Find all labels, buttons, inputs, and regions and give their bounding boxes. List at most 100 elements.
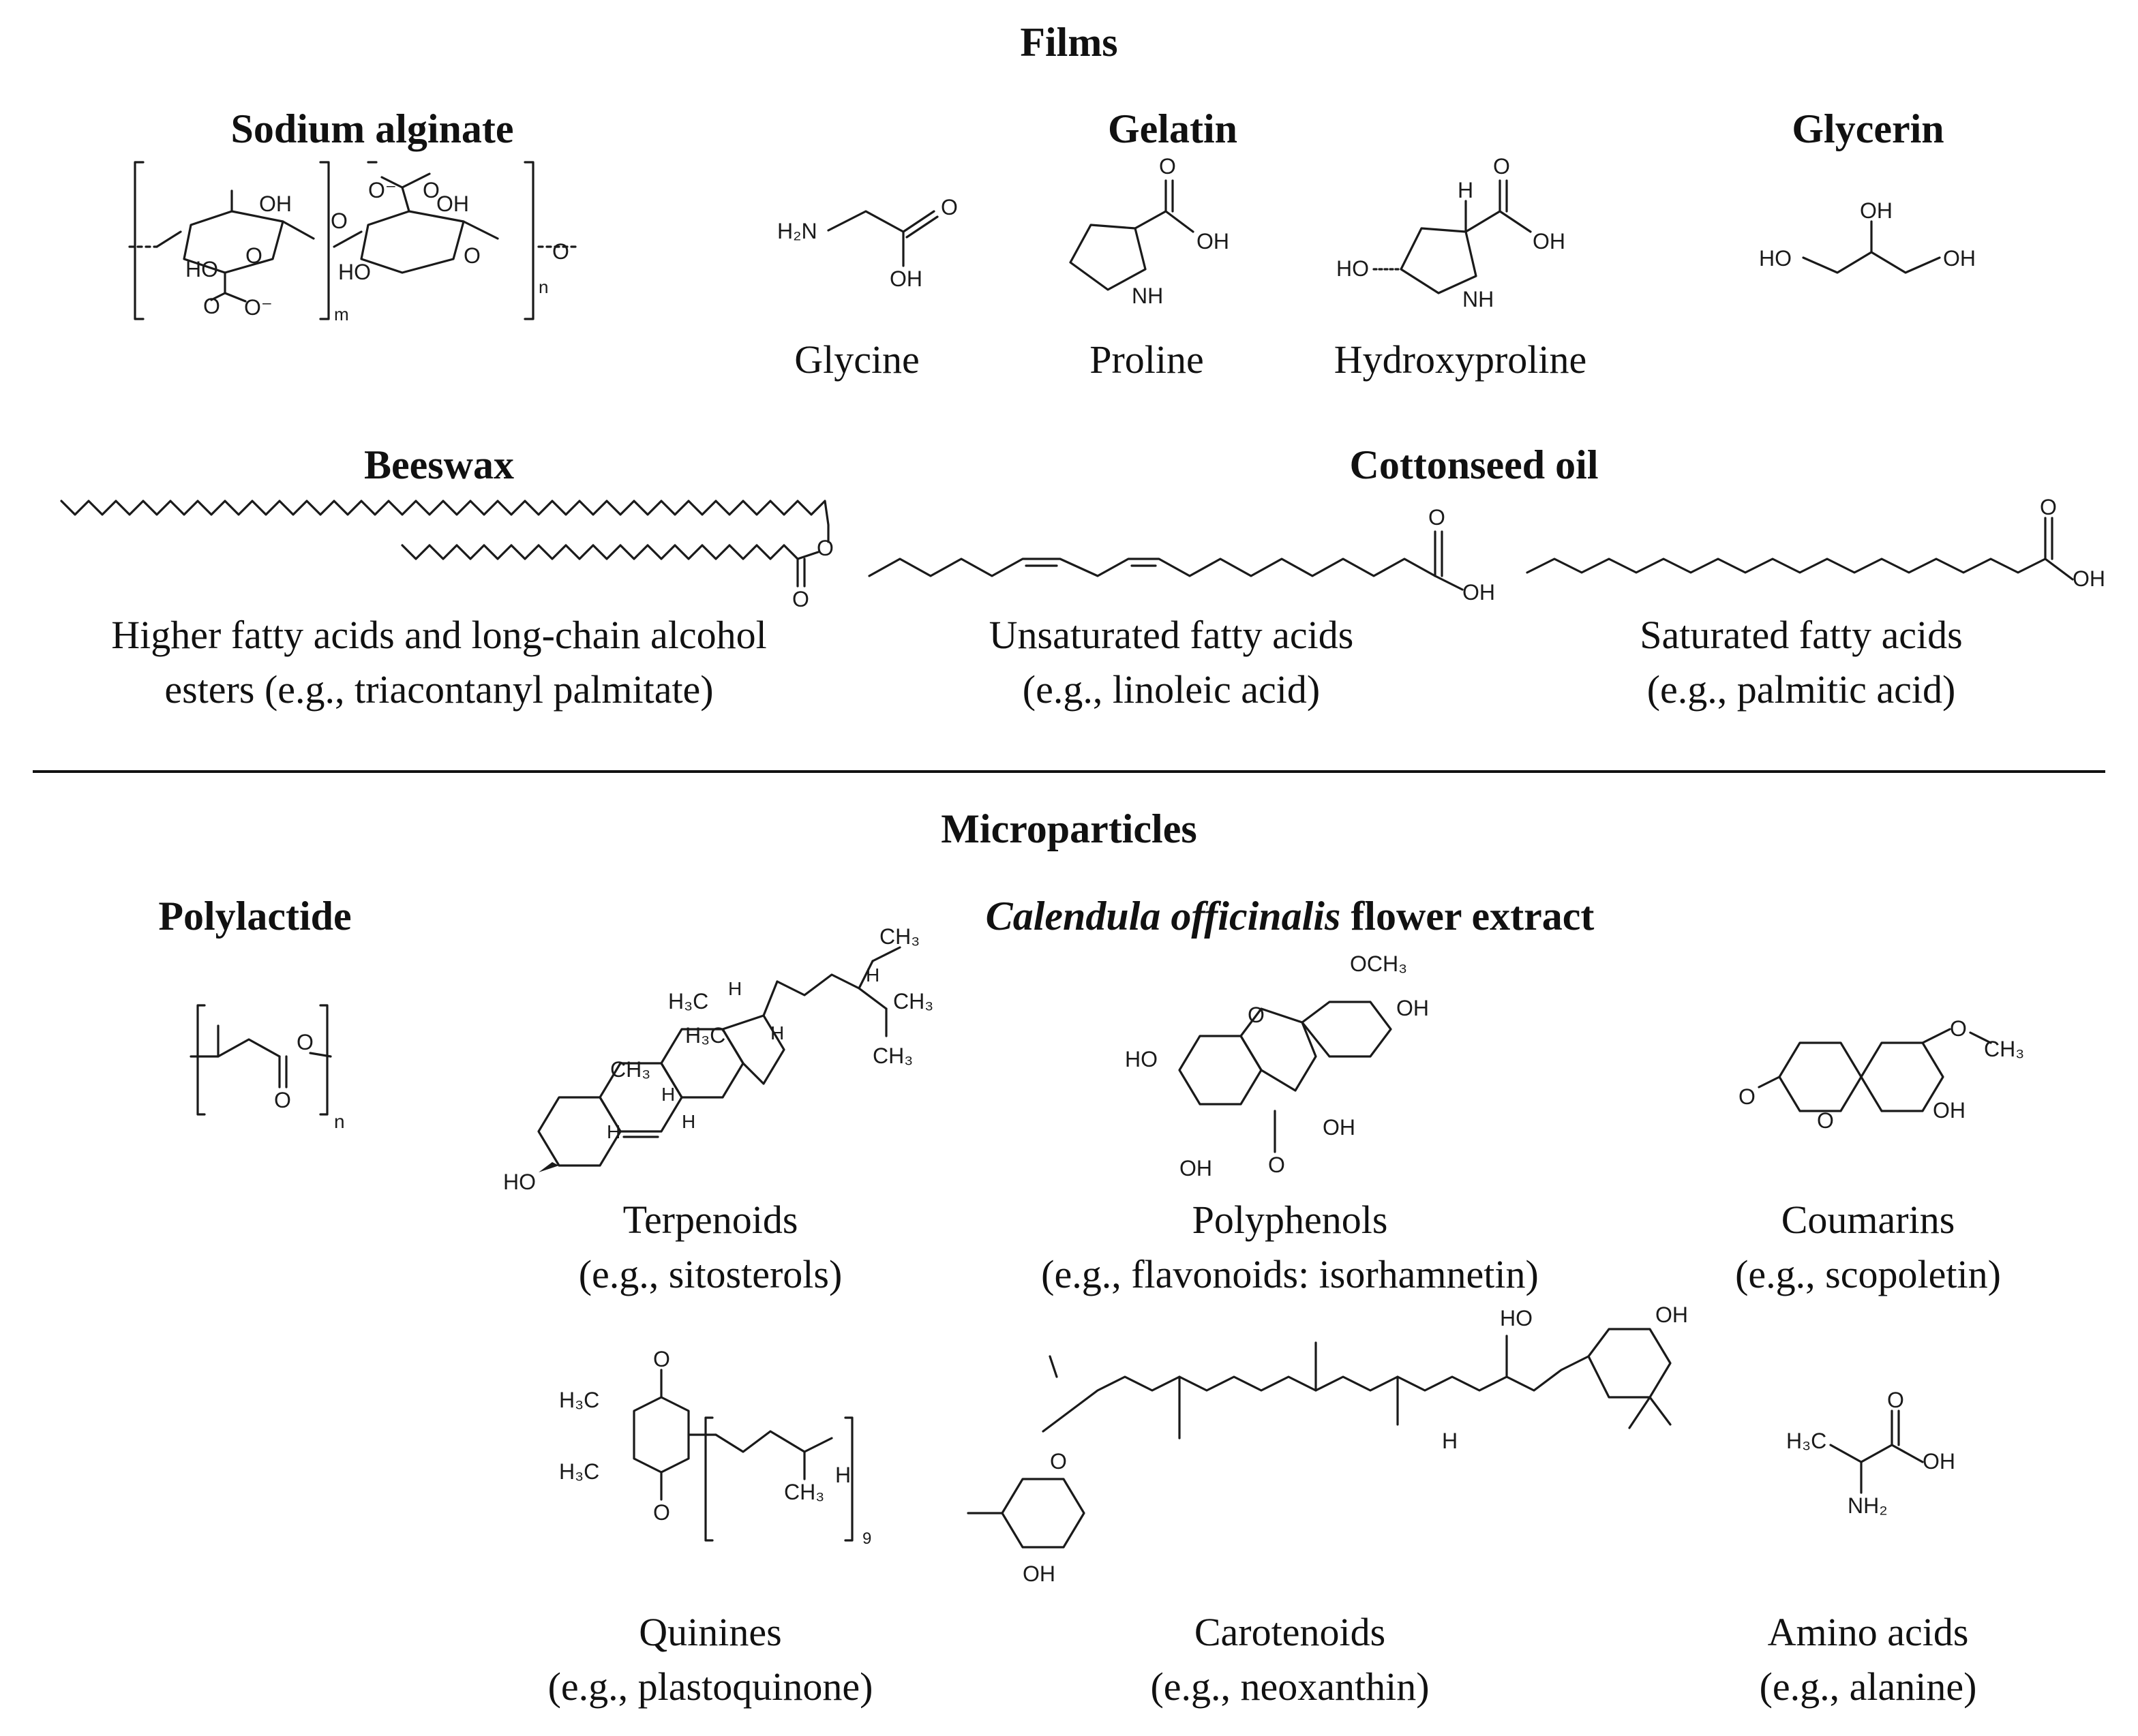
svg-text:O: O: [2040, 495, 2057, 519]
alanine-structure: H₃C O OH NH₂: [1786, 1388, 1955, 1518]
svg-text:O: O: [1817, 1108, 1834, 1133]
glycine-structure: H₂N O OH: [777, 195, 958, 291]
svg-text:OH: OH: [1923, 1449, 1955, 1474]
svg-text:n: n: [539, 277, 548, 297]
svg-text:O: O: [1428, 505, 1445, 530]
svg-text:9: 9: [862, 1529, 871, 1548]
beeswax-caption-2: esters (e.g., triacontanyl palmitate): [164, 667, 714, 712]
svg-text:O: O: [1738, 1084, 1756, 1109]
beeswax-structure: O O: [60, 500, 834, 611]
carotenoids-example: (e.g., neoxanthin): [1150, 1664, 1430, 1709]
svg-text:n: n: [334, 1111, 345, 1132]
svg-text:H: H: [728, 978, 742, 999]
coumarins-example: (e.g., scopoletin): [1735, 1252, 2001, 1296]
polyphenols-example: (e.g., flavonoids: isorhamnetin): [1041, 1252, 1539, 1296]
proline-label: Proline: [1089, 337, 1204, 382]
beeswax-title: Beeswax: [364, 442, 514, 487]
sodium-alginate-structure: OH O HO O O⁻ O HO O O⁻ O OH m n O: [128, 161, 581, 324]
svg-text:O: O: [1887, 1388, 1904, 1412]
svg-text:O: O: [464, 243, 481, 268]
svg-text:O⁻: O⁻: [368, 178, 397, 202]
svg-text:O: O: [1159, 154, 1176, 179]
svg-text:H₃C: H₃C: [559, 1388, 599, 1412]
polylactide-structure: O O n: [190, 1004, 345, 1132]
svg-text:H: H: [607, 1121, 620, 1142]
cottonseed-oil-title: Cottonseed oil: [1349, 442, 1599, 487]
svg-text:CH₃: CH₃: [893, 989, 933, 1014]
svg-text:HO: HO: [1125, 1047, 1158, 1071]
svg-text:H: H: [1442, 1429, 1458, 1453]
svg-text:OH: OH: [1323, 1115, 1355, 1140]
svg-text:CH₃: CH₃: [879, 924, 920, 949]
svg-text:O: O: [1248, 1003, 1265, 1027]
svg-text:O: O: [817, 536, 834, 560]
svg-text:H: H: [661, 1084, 675, 1105]
proline-structure: O OH NH: [1069, 154, 1229, 308]
svg-text:O: O: [297, 1030, 314, 1054]
isorhamnetin-structure: HO O OH O OH OCH₃ OH: [1125, 951, 1429, 1181]
glycerin-title: Glycerin: [1792, 106, 1944, 151]
svg-text:H: H: [682, 1111, 695, 1132]
amino-acids-example: (e.g., alanine): [1759, 1664, 1977, 1709]
coumarins-label: Coumarins: [1781, 1198, 1955, 1242]
svg-text:O: O: [203, 294, 220, 318]
svg-text:O: O: [423, 178, 440, 202]
gelatin-title: Gelatin: [1108, 106, 1237, 151]
svg-text:O: O: [245, 243, 262, 268]
svg-text:O: O: [1050, 1449, 1067, 1474]
svg-text:HO: HO: [1336, 256, 1369, 281]
svg-text:NH: NH: [1462, 287, 1494, 311]
sitosterol-structure: CH₃ H₃C H H H H H₃C H CH₃ H CH₃ CH₃ HO: [503, 924, 933, 1194]
svg-text:O: O: [331, 209, 348, 233]
svg-text:CH₃: CH₃: [784, 1480, 824, 1504]
calendula-title: Calendula officinalis flower extract: [986, 893, 1595, 940]
svg-text:H₃C: H₃C: [668, 989, 708, 1014]
palmitic-acid-structure: O OH: [1526, 495, 2105, 591]
svg-text:CH₃: CH₃: [1984, 1037, 2024, 1061]
atom-label: OH: [259, 192, 292, 216]
svg-text:O: O: [941, 195, 958, 219]
svg-text:H: H: [866, 964, 879, 986]
svg-text:H₃C: H₃C: [559, 1459, 599, 1484]
svg-text:OH: OH: [2073, 566, 2105, 591]
quinines-label: Quinines: [639, 1610, 782, 1654]
scopoletin-structure: O O O CH₃ OH: [1738, 1016, 2024, 1133]
saturated-example: (e.g., palmitic acid): [1646, 667, 1956, 712]
section-title-microparticles: Microparticles: [941, 806, 1197, 851]
svg-text:OH: OH: [1462, 580, 1495, 605]
polylactide-title: Polylactide: [158, 894, 352, 939]
svg-text:HO: HO: [185, 257, 218, 281]
svg-text:O: O: [1268, 1153, 1285, 1177]
terpenoids-label: Terpenoids: [622, 1198, 798, 1242]
hydroxyproline-structure: HO H O OH NH: [1336, 154, 1565, 311]
svg-text:OH: OH: [436, 192, 469, 216]
svg-text:HO: HO: [503, 1170, 536, 1194]
svg-text:H: H: [1458, 178, 1473, 202]
svg-text:O: O: [653, 1500, 670, 1525]
beeswax-caption-1: Higher fatty acids and long-chain alcoho…: [111, 613, 767, 657]
svg-text:HO: HO: [338, 260, 371, 284]
svg-text:m: m: [334, 304, 349, 324]
section-title-films: Films: [1020, 20, 1118, 65]
svg-text:H: H: [770, 1022, 784, 1044]
svg-text:H₂N: H₂N: [777, 219, 817, 243]
svg-text:O: O: [653, 1347, 670, 1371]
svg-text:O: O: [552, 239, 569, 264]
sodium-alginate-title: Sodium alginate: [230, 106, 514, 151]
svg-text:O: O: [274, 1088, 291, 1112]
glycine-label: Glycine: [794, 337, 920, 382]
section-divider: [33, 770, 2105, 773]
terpenoids-example: (e.g., sitosterols): [578, 1252, 843, 1296]
neoxanthin-structure: HO OH H O OH: [967, 1303, 1688, 1586]
svg-text:OH: OH: [890, 267, 922, 291]
svg-text:H₃C: H₃C: [685, 1023, 725, 1048]
svg-text:OH: OH: [1179, 1156, 1212, 1181]
svg-text:CH₃: CH₃: [873, 1044, 913, 1068]
unsaturated-fatty-acids-label: Unsaturated fatty acids: [989, 613, 1354, 657]
svg-text:HO: HO: [1759, 246, 1792, 271]
svg-text:OH: OH: [1933, 1098, 1966, 1123]
svg-text:OH: OH: [1860, 198, 1893, 223]
calendula-species: Calendula officinalis: [985, 894, 1341, 939]
svg-text:O: O: [1950, 1016, 1967, 1041]
